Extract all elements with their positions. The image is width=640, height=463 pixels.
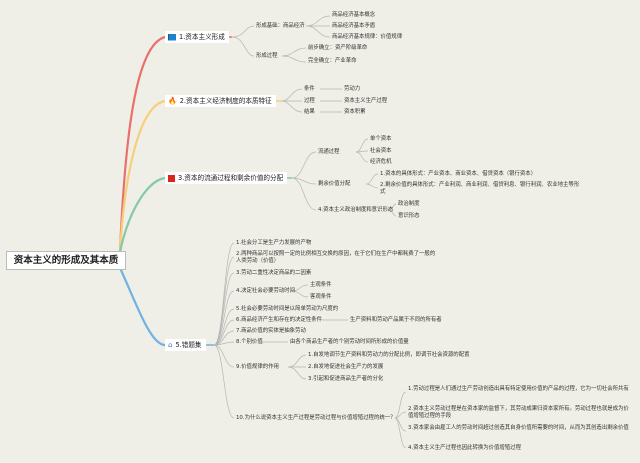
- b4-q9-item-1[interactable]: 1.自发地调节生产资料和劳动力的分配比例，即调节社会资源的配置: [308, 352, 470, 358]
- b1-c2-item-2[interactable]: 完全确立：产业革命: [308, 58, 357, 64]
- b2-row-1-value[interactable]: 劳动力: [344, 86, 361, 92]
- b3-c2-item-2[interactable]: 2.剩余价值的具体形式：产业利润、商业利润、借贷利息、银行利润、农业地主等形式: [380, 182, 580, 195]
- b2-row-2-value[interactable]: 资本主义生产过程: [344, 98, 388, 104]
- b1-c2-item-1[interactable]: 前步确立：资产阶级革命: [308, 45, 368, 51]
- b1-c2-label[interactable]: 形成过程: [256, 53, 278, 59]
- branch-1-topic[interactable]: 1.资本主义形成: [165, 31, 229, 43]
- flag-red-icon: [168, 174, 175, 182]
- b4-q1[interactable]: 1.社会分工是生产力发展的产物: [236, 240, 312, 246]
- b1-c1-item-2[interactable]: 商品经济基本矛盾: [332, 23, 376, 29]
- flag-blue-icon: [168, 33, 176, 41]
- b3-c1-item-1[interactable]: 单个资本: [370, 136, 392, 142]
- branch-curve-2: [118, 99, 166, 252]
- b4-q9-item-2[interactable]: 2.自发地促进社会生产力的发展: [308, 364, 384, 370]
- fire-icon: 🔥: [168, 96, 177, 105]
- b1-c1-item-3[interactable]: 商品经济基本规律：价值规律: [332, 34, 403, 40]
- b3-c3-item-1[interactable]: 政治制度: [398, 201, 420, 207]
- b4-q4-item-1[interactable]: 主观条件: [310, 282, 332, 288]
- b4-q8-item[interactable]: 由各个商品生产者的个别劳动时间所形成的价值量: [290, 339, 409, 345]
- b2-row-2-key[interactable]: 过程: [304, 98, 315, 104]
- b2-row-1-key[interactable]: 条件: [304, 86, 315, 92]
- b4-q5[interactable]: 5.社会必要劳动时间是以简单劳动为尺度的: [236, 306, 339, 312]
- branch-curve-1: [118, 35, 166, 252]
- b4-q6-label[interactable]: 6.商品经济产生和存在的决定性条件: [236, 317, 323, 323]
- branch-curve-3: [118, 176, 166, 253]
- house-icon: ⌂: [168, 340, 173, 349]
- b4-q3[interactable]: 3.劳动二重性决定商品的二因素: [236, 270, 312, 276]
- branch-4-label: 5.错题集: [175, 341, 202, 349]
- b4-q4-item-2[interactable]: 客观条件: [310, 294, 332, 300]
- root-topic[interactable]: 资本主义的形成及其本质: [6, 251, 126, 270]
- b3-c1-label[interactable]: 流通过程: [318, 149, 340, 155]
- b4-q10-item-3[interactable]: 3.资本家会由雇工人的劳动时间超过创造其自身价值所需要的时间，从而为其创造出剩余…: [408, 425, 629, 431]
- b4-q7[interactable]: 7.商品价值的实体是抽象劳动: [236, 328, 306, 334]
- b1-c1-label[interactable]: 形成基础：商品经济: [256, 23, 305, 29]
- b4-q2[interactable]: 2.两种商品可以按照一定的比例相互交换的原因，在于它们在生产中都耗费了一般的人类…: [236, 251, 436, 264]
- b3-c1-item-2[interactable]: 社会资本: [370, 148, 392, 154]
- branch-3-label: 3.资本的流通过程和剩余价值的分配: [178, 174, 284, 182]
- branch-1-label: 1.资本主义形成: [179, 33, 225, 41]
- b4-q6-item[interactable]: 生产资料和劳动产品属于不同的所有者: [350, 317, 442, 323]
- b4-q9-label[interactable]: 9.价值规律的作用: [236, 364, 279, 370]
- b3-c1-item-3[interactable]: 经济危机: [370, 159, 392, 165]
- b4-q10-item-1[interactable]: 1.劳动过程是人们通过生产劳动创造出具有特定使用价值的产品的过程，它为一切社会所…: [408, 386, 629, 392]
- b4-q10-label[interactable]: 10.为什么说资本主义生产过程是劳动过程与价值增殖过程的统一？: [236, 415, 396, 421]
- b3-c3-item-2[interactable]: 意识形态: [398, 213, 420, 219]
- b4-q8-label[interactable]: 8.个别价值: [236, 339, 263, 345]
- b4-q9-item-3[interactable]: 3.引起和促进商品生产者的分化: [308, 376, 384, 382]
- b4-q10-item-2[interactable]: 2.资本主义劳动过程是在资本家的监督下，其劳动成果归资本家所有。劳动过程也就是成…: [408, 406, 629, 419]
- branch-3-topic[interactable]: 3.资本的流通过程和剩余价值的分配: [165, 172, 288, 184]
- b3-c2-label[interactable]: 剩余价值分配: [318, 181, 351, 187]
- branch-2-topic[interactable]: 🔥 2.资本主义经济制度的本质特征: [165, 95, 276, 107]
- b2-row-3-value[interactable]: 资本积累: [344, 109, 366, 115]
- branch-curve-4: [119, 267, 166, 347]
- branch-4-topic[interactable]: ⌂ 5.错题集: [165, 339, 206, 351]
- b3-c2-item-1[interactable]: 1.资本的具体形式：产业资本、商业资本、借贷资本（银行资本）: [380, 171, 537, 177]
- b4-q4-label[interactable]: 4.决定社会必要劳动时间: [236, 288, 296, 294]
- b3-c3-label[interactable]: 4.资本主义政治制度和意识形态: [318, 207, 394, 213]
- b2-row-3-key[interactable]: 结果: [304, 109, 315, 115]
- branch-2-label: 2.资本主义经济制度的本质特征: [179, 97, 272, 105]
- b4-q10-item-4[interactable]: 4.资本主义生产过程也因此转换为价值增殖过程: [408, 445, 521, 451]
- b1-c1-item-1[interactable]: 商品经济基本概念: [332, 12, 376, 18]
